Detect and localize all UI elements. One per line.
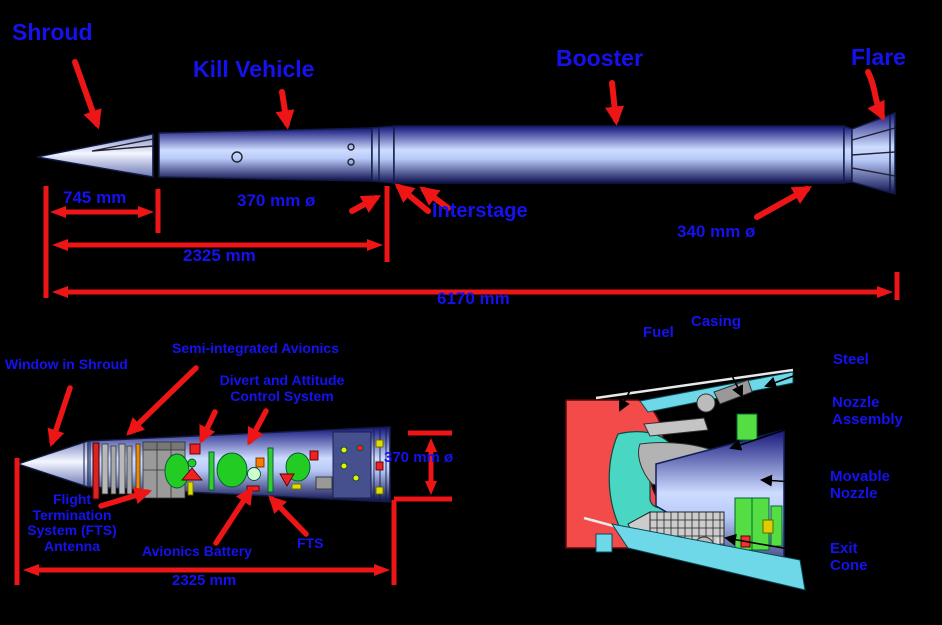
label-exit-cone: Exit Cone: [830, 540, 868, 575]
label-steel: Steel: [833, 351, 869, 368]
label-avionics-battery: Avionics Battery: [142, 543, 252, 559]
label-booster: Booster: [556, 45, 643, 71]
label-nozzle-assembly: Nozzle Assembly: [832, 394, 903, 429]
label-fts-antenna: Flight Termination System (FTS) Antenna: [27, 491, 117, 555]
label-flare: Flare: [851, 44, 906, 70]
label-casing: Casing: [691, 313, 742, 330]
label-semi-integrated-avionics: Semi-integrated Avionics: [172, 340, 340, 356]
kv-pointer-arrows: [47, 365, 309, 546]
dim-shroud-length: 745 mm: [63, 188, 127, 207]
missile-side-view: [36, 111, 896, 195]
label-dacs: Divert and Attitude Control System: [219, 372, 345, 404]
kv-dimension-lines: [14, 430, 452, 585]
kill-vehicle-body: [158, 127, 373, 182]
dim-booster-diameter: 340 mm ø: [677, 222, 756, 241]
label-kill-vehicle: Kill Vehicle: [193, 56, 315, 82]
label-window-in-shroud: Window in Shroud: [5, 356, 128, 372]
label-movable-nozzle: Movable Nozzle: [830, 468, 891, 503]
kv-dacs-components: [164, 428, 387, 502]
label-interstage: Interstage: [432, 200, 528, 222]
booster-cutaway-drawing: [565, 334, 833, 591]
shroud-cone: [36, 133, 154, 178]
interstage-section: [371, 125, 395, 184]
dim-kv-diameter: 370 mm ø: [237, 191, 316, 210]
dim-kv-cutaway-diameter: 370 mm ø: [384, 449, 454, 466]
label-shroud: Shroud: [12, 19, 93, 45]
dim-kv-length: 2325 mm: [183, 246, 256, 265]
top-dimension-lines: [43, 186, 900, 300]
booster-body: [393, 125, 845, 184]
kv-cutaway-drawing: [14, 365, 452, 585]
label-fts: FTS: [297, 535, 324, 551]
dim-kv-cutaway-length: 2325 mm: [172, 572, 237, 589]
top-pointer-arrows: [72, 59, 885, 220]
label-fuel: Fuel: [643, 324, 674, 341]
kv-cutaway-shroud: [16, 440, 89, 488]
booster-callout-arrows: [619, 334, 833, 557]
dim-total-length: 6170 mm: [437, 289, 510, 308]
booster-flare-bottom: [610, 523, 806, 591]
